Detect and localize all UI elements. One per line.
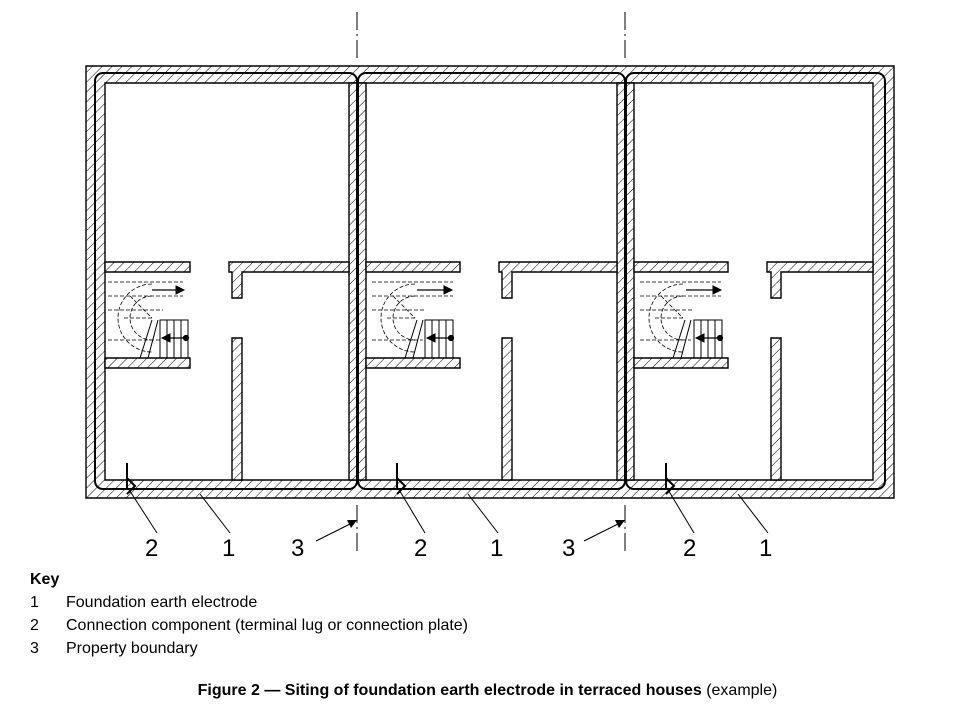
leader-line [737,493,769,534]
house-1: 2 1 3 [94,72,367,562]
arrow-head [615,520,625,528]
key-item-number: 3 [30,640,39,657]
electrode-loop [625,72,886,490]
room-wall [231,337,243,481]
room-wall [104,261,191,273]
room-wall [365,261,461,273]
house-3: 2 1 [625,72,886,562]
callout-electrode: 1 [222,535,235,562]
staircase [640,281,724,359]
key-item-text: Connection component (terminal lug or co… [66,617,469,634]
callout-boundary: 3 [562,535,575,562]
key-item-text: Foundation earth electrode [66,594,258,611]
key-item: 1 Foundation earth electrode [30,591,468,614]
leader-line [397,487,426,534]
leader-line [666,487,695,534]
caption-suffix: (example) [706,682,778,699]
room-wall [766,261,874,299]
room-wall [633,261,729,273]
callout-connection: 2 [145,535,158,562]
room-wall [633,357,729,369]
callout-boundary: 3 [291,535,304,562]
room-wall [501,337,513,481]
figure-key: Key 1 Foundation earth electrode 2 Conne… [30,569,468,660]
key-item-text: Property boundary [66,640,198,657]
leader-line [199,493,231,534]
key-title: Key [30,571,60,588]
key-item-number: 1 [30,594,39,611]
callout-electrode: 1 [490,535,503,562]
key-item: 2 Connection component (terminal lug or … [30,614,468,637]
staircase [108,281,190,359]
room-wall [228,261,350,299]
room-wall [104,357,191,369]
arrow-head [347,520,357,528]
leader-line [315,521,355,542]
staircase [372,281,455,359]
room-wall [365,357,461,369]
leader-line [583,521,623,542]
callout-electrode: 1 [759,535,772,562]
room-wall [498,261,618,299]
figure-caption: Figure 2 — Siting of foundation earth el… [0,682,975,700]
room-wall [770,337,782,481]
house-2: 2 1 3 [357,72,635,562]
key-item-number: 2 [30,617,39,634]
caption-title: Figure 2 — Siting of foundation earth el… [197,682,702,699]
electrode-loop [94,72,358,490]
electrode-loop [357,72,626,490]
callout-connection: 2 [683,535,696,562]
key-item: 3 Property boundary [30,637,468,660]
leader-line [127,487,158,534]
terraced-houses-plan-drawing: 2 1 3 [85,12,895,562]
leader-line [467,493,499,534]
callout-connection: 2 [414,535,427,562]
